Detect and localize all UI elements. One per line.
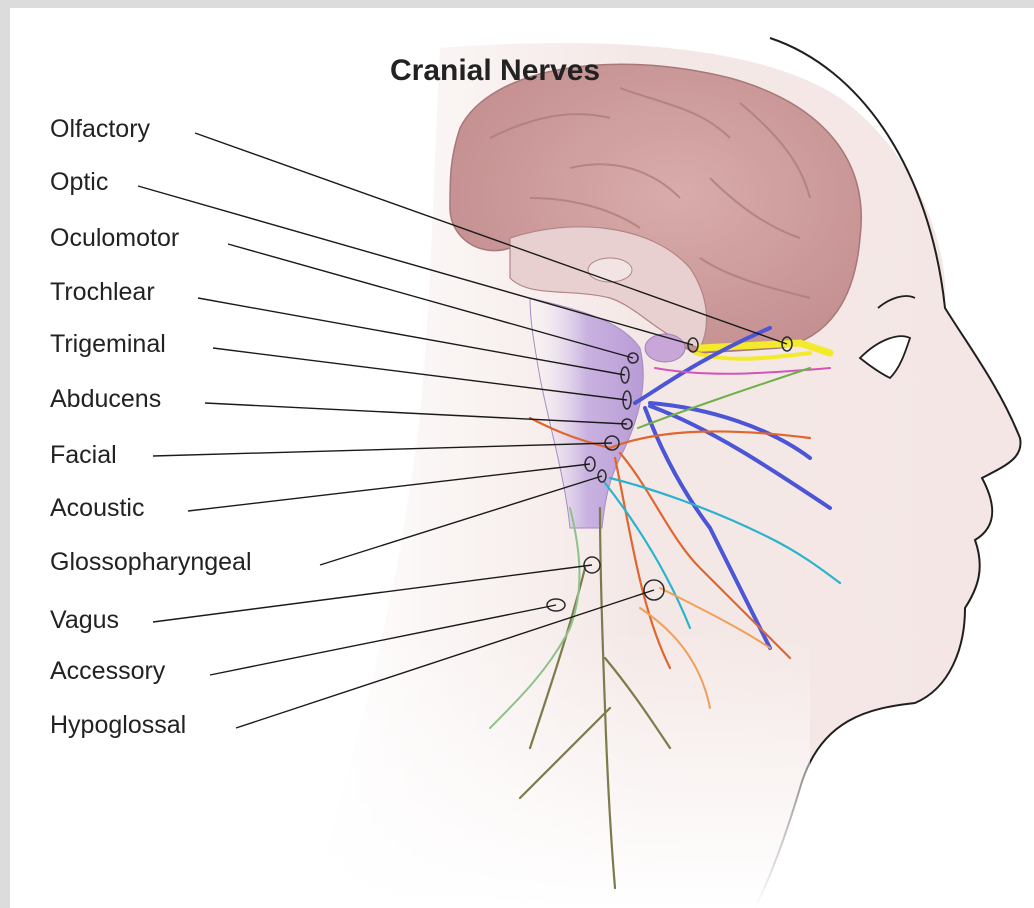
label-glossopharyngeal: Glossopharyngeal bbox=[50, 548, 252, 576]
nerve-labels: Olfactory Optic Oculomotor Trochlear Tri… bbox=[50, 115, 252, 739]
label-facial: Facial bbox=[50, 441, 117, 469]
diagram-panel: Cranial Nerves Olfactory Optic Oculomoto… bbox=[10, 8, 1034, 908]
label-hypoglossal: Hypoglossal bbox=[50, 711, 186, 739]
label-trochlear: Trochlear bbox=[50, 278, 155, 306]
diagram-title: Cranial Nerves bbox=[390, 54, 600, 87]
cranial-nerves-diagram: Cranial Nerves Olfactory Optic Oculomoto… bbox=[10, 8, 1034, 908]
label-vagus: Vagus bbox=[50, 606, 119, 634]
label-olfactory: Olfactory bbox=[50, 115, 151, 143]
label-optic: Optic bbox=[50, 168, 108, 196]
bottom-fade bbox=[310, 628, 810, 908]
label-trigeminal: Trigeminal bbox=[50, 330, 166, 358]
label-accessory: Accessory bbox=[50, 657, 166, 685]
label-acoustic: Acoustic bbox=[50, 494, 144, 522]
label-oculomotor: Oculomotor bbox=[50, 224, 179, 252]
label-abducens: Abducens bbox=[50, 385, 161, 413]
